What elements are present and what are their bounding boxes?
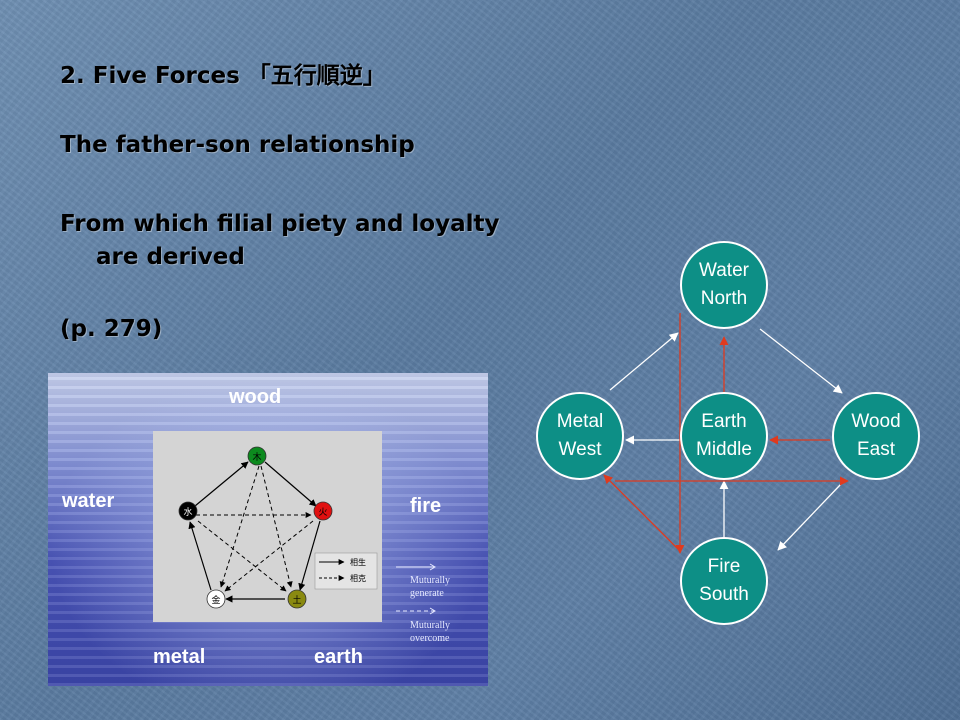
label-fire: fire <box>410 495 442 517</box>
arrow-wood-to-fire <box>777 482 843 551</box>
svg-text:火: 火 <box>318 507 327 518</box>
label-metal: metal <box>153 646 206 668</box>
legend-mutually-overcome: Muturally overcome <box>410 620 450 644</box>
node-wood-east: Wood East <box>832 392 920 480</box>
node-fire-south: Fire South <box>680 537 768 625</box>
legend-overcome-label: 相克 <box>350 573 366 583</box>
svg-text:水: 水 <box>183 506 192 518</box>
dash-wood-earth-metal <box>219 465 260 588</box>
five-elements-image: wood water fire metal earth 木 火 <box>48 373 488 686</box>
pentagon-diagram: 木 火 土 金 水 相生 相克 <box>153 431 382 622</box>
legend-generate-label: 相生 <box>350 557 366 567</box>
node-wood: 木 <box>247 446 267 466</box>
arrow-fire-earth <box>298 520 321 591</box>
arrow-wood-fire <box>264 461 317 507</box>
red-arrow-south-to-west <box>603 474 681 552</box>
page-reference: (p. 279) <box>60 316 163 342</box>
arrow-metal-water <box>188 521 212 591</box>
label-water: water <box>62 490 115 512</box>
dash-water-earth <box>197 520 287 592</box>
arrow-water-to-wood <box>759 328 843 394</box>
bullet-filial-piety: From which filial piety and loyalty are … <box>60 211 500 270</box>
arrow-water-wood <box>194 461 249 507</box>
dash-fire-metal <box>224 520 314 592</box>
node-earth-middle: Earth Middle <box>680 392 768 480</box>
node-fire: 火 <box>313 501 333 521</box>
bullet-father-son: The father-son relationship <box>60 132 415 158</box>
label-earth: earth <box>314 646 363 668</box>
svg-text:金: 金 <box>211 594 220 606</box>
legend-mutually-generate: Muturally generate <box>410 575 450 599</box>
slide-heading: 2. Five Forces 「五行順逆」 <box>60 63 386 89</box>
inner-legend: 相生 相克 <box>314 552 378 590</box>
node-metal: 金 <box>206 589 226 609</box>
node-water: 水 <box>178 501 198 521</box>
outer-legend-arrows <box>396 563 436 615</box>
diagram-backdrop <box>153 431 382 622</box>
svg-text:土: 土 <box>292 594 301 606</box>
five-forces-diagram: Water North Metal West Earth Middle Wood… <box>520 235 940 635</box>
svg-text:木: 木 <box>252 451 261 463</box>
label-wood: wood <box>229 386 282 408</box>
node-water-north: Water North <box>680 241 768 329</box>
node-metal-west: Metal West <box>536 392 624 480</box>
arrow-metal-to-water <box>609 332 679 391</box>
node-earth: 土 <box>287 589 307 609</box>
